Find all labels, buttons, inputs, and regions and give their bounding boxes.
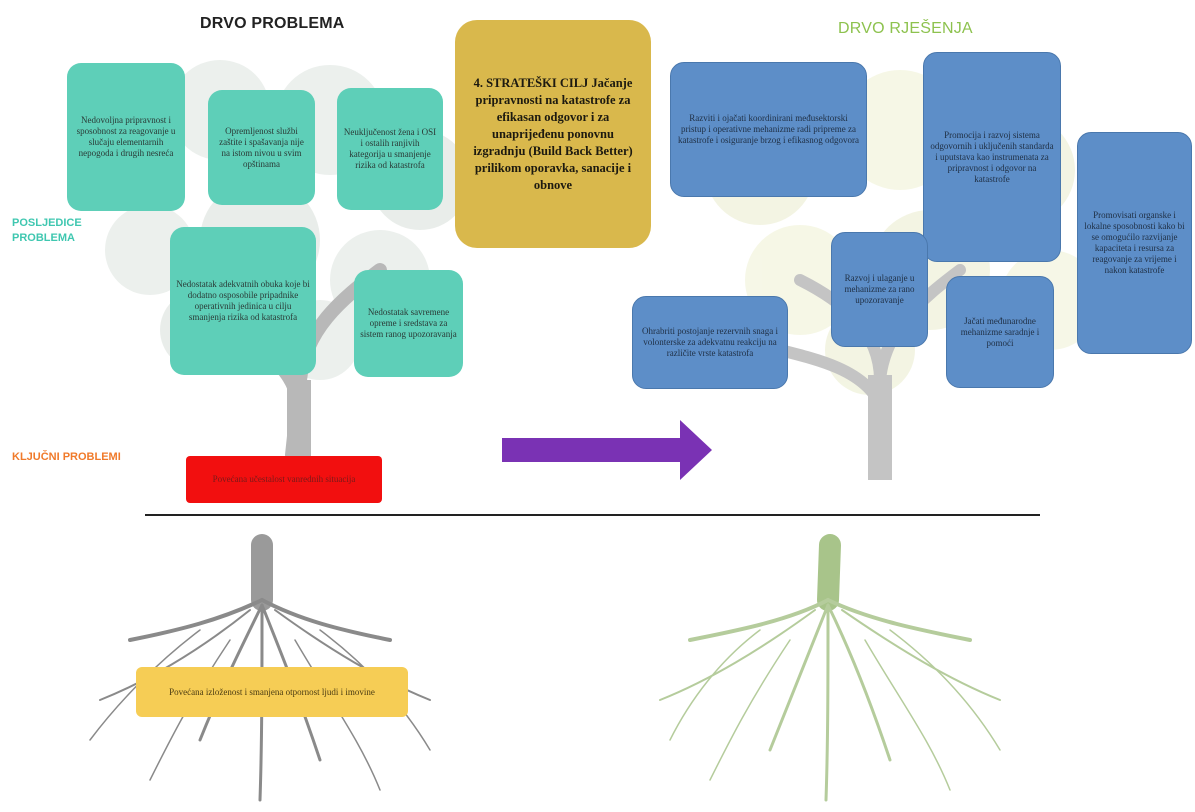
consequence-box: Nedovoljna pripravnost i sposobnost za r… [67,63,185,211]
consequences-label-line2: PROBLEMA [12,232,75,244]
solution-box: Promovisati organske i lokalne sposobnos… [1077,132,1192,354]
root-cause-box: Povećana izloženost i smanjena otpornost… [136,667,408,717]
solution-tree-title: DRVO RJEŠENJA [838,20,973,37]
transition-arrow [502,420,712,480]
key-problems-label: KLJUČNI PROBLEMI [12,451,121,463]
consequence-box: Neuključenost žena i OSI i ostalih ranji… [337,88,443,210]
solution-box: Razvoj i ulaganje u mehanizme za rano up… [831,232,928,347]
solution-box: Ohrabriti postojanje rezervnih snaga i v… [632,296,788,389]
solution-box: Promocija i razvoj sistema odgovornih i … [923,52,1061,262]
strategic-goal-box: 4. STRATEŠKI CILJ Jačanje pripravnosti n… [455,20,651,248]
solution-box: Jačati međunarodne mehanizme saradnje i … [946,276,1054,388]
consequence-box: Nedostatak savremene opreme i sredstava … [354,270,463,377]
consequence-box: Opremljenost službi zaštite i spašavanja… [208,90,315,205]
solution-tree-roots [659,534,1001,802]
consequences-label-line1: POSLJEDICE [12,217,82,229]
problem-tree-roots [89,534,431,802]
consequences-label: POSLJEDICE PROBLEMA [12,216,82,246]
problem-tree-title: DRVO PROBLEMA [200,15,345,32]
key-problem-box: Povećana učestalost vanrednih situacija [186,456,382,503]
solution-box: Razviti i ojačati koordinirani međusekto… [670,62,867,197]
consequence-box: Nedostatak adekvatnih obuka koje bi doda… [170,227,316,375]
